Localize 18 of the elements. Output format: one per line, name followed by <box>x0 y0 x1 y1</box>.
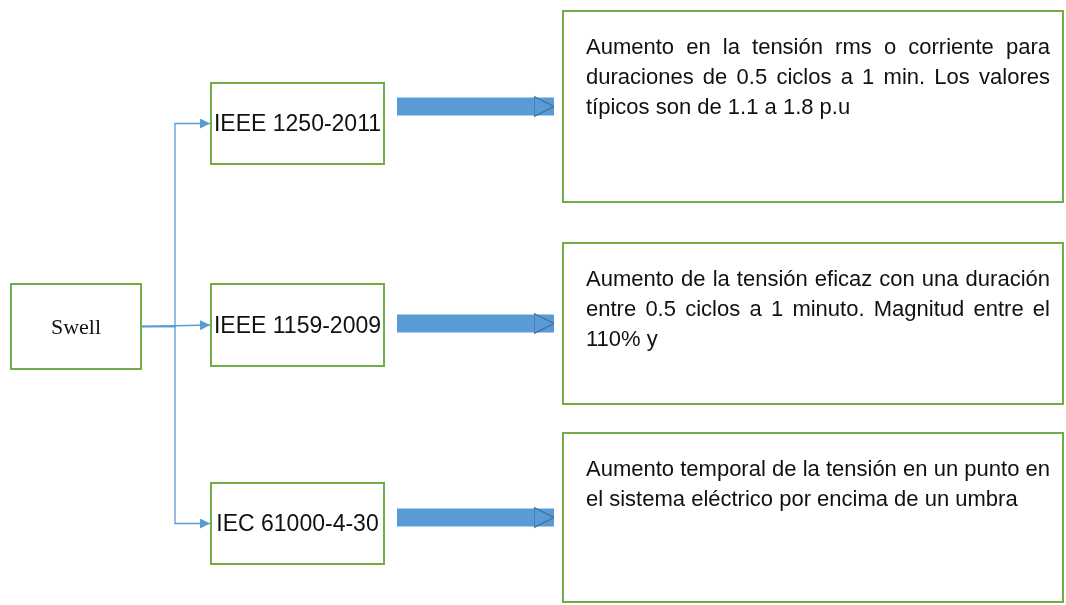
process-box <box>210 82 385 165</box>
process-box <box>210 283 385 367</box>
description-box <box>562 242 1064 405</box>
description-box <box>562 10 1064 203</box>
block-arrow <box>397 312 555 335</box>
process-box <box>10 283 142 370</box>
block-arrow <box>397 95 555 118</box>
box-label: IEEE 1250-2011 <box>213 110 382 137</box>
description-text: Aumento en la tensión rms o corriente para duraciones de 0.5 ciclos a 1 min. Los valores típicos son de 1.1 a 1.8 p.u <box>586 33 1050 121</box>
description-text: Aumento temporal de la tensión en un punto en el sistema eléctrico por encima de un umbra <box>586 455 1050 513</box>
block-arrow <box>397 506 555 529</box>
box-label: IEC 61000-4-30 <box>216 510 379 537</box>
description-box <box>562 432 1064 603</box>
process-box <box>210 482 385 565</box>
box-label: IEEE 1159-2009 <box>213 311 382 339</box>
connector-arrow <box>141 325 211 529</box>
description-text: Aumento de la tensión eficaz con una duración entre 0.5 ciclos a 1 minuto. Magnitud entre el 110% y <box>586 265 1050 353</box>
box-label: Swell <box>50 313 102 340</box>
